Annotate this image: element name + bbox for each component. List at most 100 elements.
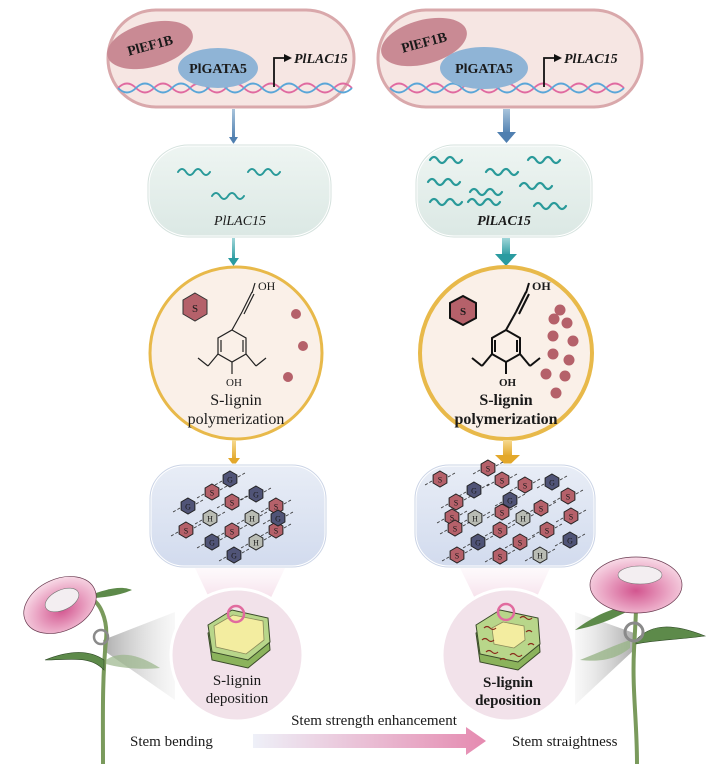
zoom-ring	[496, 602, 516, 622]
stem-ring	[623, 621, 645, 643]
polymerization-line2: polymerization	[188, 411, 285, 428]
lignin-unit-g: G	[226, 546, 242, 564]
lignin-unit-g: G	[222, 470, 238, 488]
left-panel: PlEF1B PlGATA5 PlLAC15 PlLAC15	[23, 8, 356, 765]
stem-ring	[92, 628, 110, 646]
lignin-unit-s: S	[494, 471, 510, 489]
mrna-strand	[428, 155, 464, 165]
transcript-label: PlLAC15	[213, 214, 266, 229]
lignin-unit-g: G	[180, 497, 196, 515]
right-polymerization-circle: S OH OH S-lignin polymerization	[418, 265, 594, 441]
arrow-down-icon	[495, 440, 520, 467]
deposition-line1: S-lignin	[483, 675, 534, 691]
cell-wall-cross-section-icon	[475, 609, 541, 671]
right-nucleus: PlEF1B PlGATA5 PlLAC15	[376, 8, 644, 109]
bottom-strip: Stem bending Stem strength enhancement S…	[130, 713, 618, 755]
polymerization-line2: polymerization	[454, 411, 557, 428]
lignin-unit-s: S	[448, 493, 464, 511]
svg-text:S: S	[498, 527, 502, 536]
lignin-unit-s: S	[224, 493, 240, 511]
svg-text:S: S	[230, 528, 234, 537]
lignin-unit-s: S	[512, 533, 528, 551]
projection-shadow	[103, 612, 175, 700]
svg-text:H: H	[520, 515, 526, 524]
arrow-down-icon	[497, 109, 516, 143]
svg-text:H: H	[253, 539, 259, 548]
lignin-unit-s: S	[533, 499, 549, 517]
phenotype-left: Stem bending	[130, 734, 213, 750]
svg-text:G: G	[475, 539, 481, 548]
svg-text:S: S	[450, 514, 454, 523]
arrow-down-icon	[495, 238, 517, 266]
lignin-unit-h: H	[244, 509, 260, 527]
svg-text:S: S	[460, 306, 466, 318]
svg-text:S: S	[500, 477, 504, 486]
svg-text:S: S	[455, 552, 459, 561]
monolignol-dot	[298, 341, 308, 351]
mrna-strand	[526, 155, 562, 165]
strength-arrow-icon	[253, 727, 486, 755]
mrna-group	[177, 168, 281, 200]
mrna-strand	[211, 192, 245, 200]
lignin-unit-s: S	[560, 487, 576, 505]
gata5-protein	[440, 47, 528, 89]
monolignol-dot	[547, 348, 559, 360]
svg-text:H: H	[472, 515, 478, 524]
lignin-unit-g: G	[470, 533, 486, 551]
lignin-unit-s: S	[539, 521, 555, 539]
mrna-strand	[177, 168, 211, 176]
phenotype-right: Stem straightness	[512, 734, 618, 750]
left-polymerization-circle: S OH OH S-lignin polymerization	[148, 265, 324, 441]
hydroxyl-bottom: OH	[499, 377, 517, 389]
monolignol-dot	[563, 354, 575, 366]
lignin-unit-g: G	[562, 531, 578, 549]
upright-peony-icon	[575, 556, 707, 765]
lignin-unit-s: S	[517, 476, 533, 494]
zoom-ring	[226, 604, 246, 624]
lignin-unit-h: H	[532, 546, 548, 564]
transcript-label: PlLAC15	[477, 214, 531, 229]
monolignol-dot	[540, 368, 552, 380]
svg-text:S: S	[230, 499, 234, 508]
target-gene-label: PlLAC15	[294, 52, 348, 67]
lignin-unit-s: S	[492, 521, 508, 539]
lignin-unit-s: S	[178, 521, 194, 539]
monolignol-dot	[567, 335, 579, 347]
lignin-unit-h: H	[515, 509, 531, 527]
lignin-unit-s: S	[224, 522, 240, 540]
svg-text:G: G	[471, 487, 477, 496]
mrna-strand	[428, 197, 464, 207]
lignin-unit-g: G	[270, 509, 286, 527]
svg-text:S: S	[545, 527, 549, 536]
lignin-unit-s: S	[204, 483, 220, 501]
monolignol-dot	[283, 372, 293, 382]
sinapyl-alcohol-structure	[471, 282, 541, 374]
lignin-unit-s: S	[449, 546, 465, 564]
bending-peony-icon	[23, 576, 160, 765]
right-transcript-box: PlLAC15	[414, 143, 594, 239]
s-unit-badge-icon: S	[182, 292, 208, 322]
svg-text:G: G	[253, 491, 259, 500]
right-deposition-circle: S-lignin deposition	[440, 587, 576, 723]
svg-text:G: G	[275, 515, 281, 524]
deposition-line2: deposition	[475, 693, 542, 709]
cell-wall-cross-section-icon	[207, 609, 271, 669]
lignin-unit-h: H	[467, 509, 483, 527]
arrow-down-icon	[228, 440, 240, 466]
svg-text:S: S	[274, 527, 278, 536]
lignin-unit-s: S	[268, 521, 284, 539]
ef1b-protein	[381, 17, 467, 67]
deposition-line2: deposition	[206, 691, 269, 707]
monolignol-dot	[559, 370, 571, 382]
lignin-unit-s: S	[494, 503, 510, 521]
svg-text:S: S	[498, 553, 502, 562]
ef1b-protein	[107, 20, 193, 70]
svg-text:S: S	[210, 489, 214, 498]
mrna-strand	[532, 201, 568, 211]
svg-text:S: S	[438, 476, 442, 485]
monolignol-dot	[548, 313, 560, 325]
